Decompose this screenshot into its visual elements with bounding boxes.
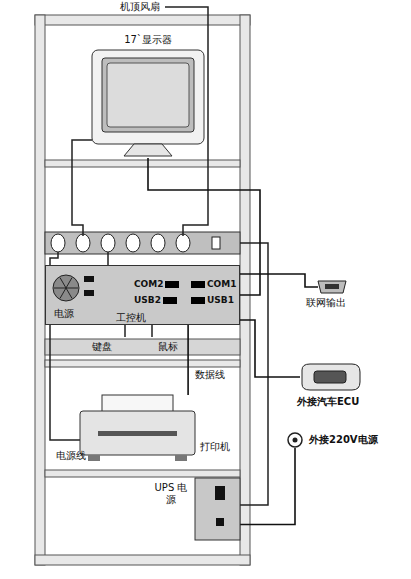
cable bbox=[240, 448, 295, 525]
connector-drawing bbox=[318, 280, 346, 294]
node-text: USB1 bbox=[207, 295, 234, 305]
ecu-drawing bbox=[300, 362, 362, 392]
node-text: 外接汽车ECU bbox=[297, 396, 359, 408]
node-text: 工控机 bbox=[116, 312, 146, 324]
node-text: 电源 bbox=[54, 308, 74, 320]
industrial-pc: 电源 工控机 COM2USB2 COM1USB1 bbox=[45, 265, 240, 325]
paper-tray bbox=[102, 395, 173, 413]
right-post bbox=[240, 15, 250, 565]
connector-shell bbox=[318, 281, 346, 293]
monitor-bezel bbox=[102, 58, 194, 132]
usb-port: USB1 bbox=[191, 295, 234, 305]
ups-switch bbox=[215, 486, 225, 500]
mouse-label: 鼠标 bbox=[158, 341, 178, 353]
printer: 打印机 bbox=[80, 395, 195, 465]
monitor-power-wire bbox=[72, 140, 92, 236]
base-bar bbox=[35, 555, 250, 565]
strip-switch bbox=[212, 237, 220, 249]
left-post bbox=[35, 15, 45, 565]
node-text: 联网输出 bbox=[306, 297, 346, 309]
shelf bbox=[45, 470, 240, 477]
power-plug: 外接220V电源 bbox=[287, 432, 303, 448]
outlet bbox=[176, 234, 190, 252]
node-text: USB2 bbox=[134, 295, 161, 305]
com-port: COM2 bbox=[134, 279, 179, 289]
usb-port: USB2 bbox=[134, 295, 177, 305]
ecu-face bbox=[314, 371, 346, 383]
port-socket bbox=[165, 281, 179, 288]
printer-drawing bbox=[80, 395, 195, 465]
pc-power-wire bbox=[107, 252, 109, 266]
shelf bbox=[45, 360, 240, 367]
node-text: COM2 bbox=[134, 279, 163, 289]
keyboard-cable bbox=[124, 325, 126, 337]
pc-button bbox=[84, 276, 94, 282]
ups: UPS 电源 bbox=[195, 478, 240, 540]
plug-drawing bbox=[287, 432, 303, 448]
keyboard-label: 键盘 bbox=[92, 341, 112, 353]
port-socket bbox=[163, 297, 177, 304]
port-socket bbox=[191, 281, 205, 288]
ecu-body bbox=[302, 364, 360, 390]
node-text: UPS 电源 bbox=[153, 482, 189, 505]
fan-blade bbox=[54, 288, 66, 289]
car-ecu: 外接汽车ECU bbox=[300, 362, 362, 392]
outlet bbox=[126, 234, 140, 252]
pc-button bbox=[84, 290, 94, 296]
fan-blade bbox=[66, 278, 72, 288]
plug-ring bbox=[288, 433, 302, 447]
network-connector: 联网输出 bbox=[318, 280, 346, 294]
ups-power-wire bbox=[240, 243, 268, 505]
keyboard-shelf bbox=[45, 339, 240, 355]
port-socket bbox=[191, 297, 205, 304]
fan-blade bbox=[66, 288, 72, 298]
monitor-screen bbox=[107, 63, 189, 127]
top-bar bbox=[35, 15, 250, 25]
node-text: 打印机 bbox=[200, 441, 230, 453]
monitor-stand bbox=[124, 144, 172, 156]
fan-blade bbox=[60, 288, 66, 298]
outlet bbox=[101, 234, 115, 252]
outlet bbox=[151, 234, 165, 252]
plug-core bbox=[293, 438, 298, 443]
power-cable-label: 电源线 bbox=[56, 450, 86, 462]
mouse-cable bbox=[151, 325, 153, 337]
fan-blade bbox=[60, 278, 66, 288]
connector-pins bbox=[325, 284, 339, 289]
ups-case bbox=[195, 478, 240, 540]
monitor: 17`显示器 bbox=[92, 50, 204, 158]
ups-drawing bbox=[195, 478, 240, 540]
fan-label: 机顶风扇 bbox=[120, 1, 160, 13]
fan-blade bbox=[66, 288, 78, 289]
paper-slot bbox=[98, 431, 177, 436]
node-text: 17`显示器 bbox=[92, 34, 204, 46]
power-strip bbox=[45, 232, 240, 254]
printer-body bbox=[80, 411, 195, 455]
outlet bbox=[51, 234, 65, 252]
printer-foot bbox=[175, 455, 187, 461]
ups-socket bbox=[216, 518, 224, 526]
shelf bbox=[45, 160, 240, 167]
node-text: COM1 bbox=[207, 279, 236, 289]
com-port: COM1 bbox=[191, 279, 236, 289]
monitor-case bbox=[92, 50, 204, 144]
fan-ring bbox=[53, 275, 79, 301]
cable-label: 数据线 bbox=[193, 369, 227, 381]
outlet bbox=[76, 234, 90, 252]
node-text: 外接220V电源 bbox=[309, 434, 378, 446]
printer-foot bbox=[88, 455, 100, 461]
monitor-drawing bbox=[92, 50, 204, 158]
